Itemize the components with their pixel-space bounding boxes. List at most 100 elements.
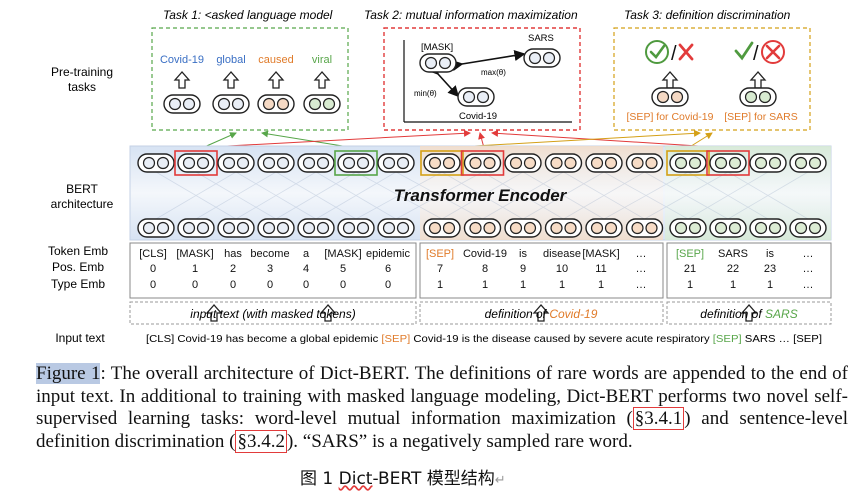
- figure-caption: Figure 1: The overall architecture of Di…: [36, 363, 848, 453]
- mim-max-arrow: [451, 50, 526, 72]
- input-text-line: [CLS] Covid-19 has become a global epide…: [146, 333, 822, 345]
- input-token-icon: [257, 218, 295, 238]
- output-token-icon: [334, 150, 378, 176]
- token-text: epidemic: [366, 248, 411, 260]
- type-emb-label: Type Emb: [51, 277, 105, 291]
- output-token-icon: [749, 153, 787, 173]
- input-token-icon: [423, 218, 461, 238]
- mim-mask-label: [MASK]: [421, 42, 453, 53]
- type-index: 1: [598, 279, 604, 291]
- position-index: 10: [556, 263, 568, 275]
- input-token-icon: [137, 218, 175, 238]
- figure-label: Figure 1: [36, 363, 101, 384]
- token-embedding-icon: [163, 94, 201, 114]
- sep-covid-token-icon: [651, 87, 689, 107]
- caption-box-covid-definition: [419, 301, 664, 325]
- check-icon: [734, 41, 754, 61]
- output-token-icon: [174, 150, 218, 176]
- input-text-label: Input text: [55, 331, 105, 345]
- token-text: a: [303, 248, 310, 260]
- position-index: 7: [437, 263, 443, 275]
- slash-separator-right: /: [753, 43, 759, 65]
- input-token-icon: [504, 218, 542, 238]
- position-index: 3: [267, 263, 273, 275]
- mim-sars-label: SARS: [528, 33, 554, 44]
- segment-caption-sars: definition of SARS: [700, 307, 797, 321]
- token-text: …: [636, 248, 647, 260]
- mim-covid-label: Covid-19: [459, 111, 497, 122]
- return-mark-icon: ↵: [494, 473, 506, 488]
- pretraining-label-line2: tasks: [68, 80, 96, 94]
- position-index: 23: [764, 263, 776, 275]
- section-ref-342[interactable]: §3.4.2: [235, 429, 287, 453]
- output-token-icon: [297, 153, 335, 173]
- mask-token-icon: [419, 53, 457, 73]
- mlm-task-box: [151, 27, 349, 131]
- mim-task-box: [383, 27, 581, 131]
- segment-box-sars-definition: [666, 242, 832, 299]
- input-token-icon: [337, 218, 375, 238]
- type-index: 1: [767, 279, 773, 291]
- position-index: 9: [520, 263, 526, 275]
- input-token-icon: [669, 218, 707, 238]
- up-arrow-icon: [740, 304, 758, 322]
- section-ref-341[interactable]: §3.4.1: [632, 407, 685, 430]
- up-arrow-icon: [205, 304, 223, 322]
- chinese-caption: 图 1 Dict-BERT 模型结构↵: [300, 464, 506, 489]
- input-token-icon: [544, 218, 583, 238]
- sars-token-icon: [523, 48, 561, 68]
- cn-caption-suffix: -BERT 模型结构: [372, 469, 495, 489]
- position-index: 21: [684, 263, 696, 275]
- pretraining-label-line1: Pre-training: [51, 65, 113, 79]
- caption-text-1: : The overall architecture of Dict-BERT.…: [36, 363, 848, 429]
- pos-emb-label: Pos. Emb: [52, 260, 104, 274]
- token-text: [MASK]: [176, 248, 213, 260]
- position-index: 22: [727, 263, 739, 275]
- dd-right-label: [SEP] for SARS: [724, 111, 798, 123]
- input-token-icon: [297, 218, 335, 238]
- output-token-icon: [420, 150, 464, 176]
- up-arrow-icon: [267, 71, 285, 89]
- token-text: disease: [543, 248, 581, 260]
- check-icon: [645, 40, 669, 64]
- position-index: 0: [150, 263, 156, 275]
- token-embedding-icon: [212, 94, 250, 114]
- output-token-icon: [585, 153, 623, 173]
- output-token-icon: [625, 153, 664, 173]
- type-index: 0: [150, 279, 156, 291]
- mlm-word-label: global: [216, 54, 245, 66]
- token-embedding-icon: [303, 94, 341, 114]
- mlm-word-label: viral: [312, 54, 332, 66]
- type-index: 1: [559, 279, 565, 291]
- segment-box-input: [129, 242, 417, 299]
- position-index: …: [803, 263, 814, 275]
- output-token-icon: [666, 150, 710, 176]
- segment-caption-covid: definition of Covid-19: [485, 307, 598, 321]
- token-text: is: [766, 248, 774, 260]
- slash-separator-left: /: [671, 43, 677, 65]
- position-index: 6: [385, 263, 391, 275]
- input-token-icon: [177, 218, 215, 238]
- type-index: 1: [730, 279, 736, 291]
- position-index: 1: [192, 263, 198, 275]
- input-token-icon: [463, 218, 502, 238]
- position-index: 2: [230, 263, 236, 275]
- token-text: …: [803, 248, 814, 260]
- input-token-icon: [217, 218, 255, 238]
- token-text: has: [224, 248, 242, 260]
- mim-min-label: min(θ): [414, 89, 437, 98]
- type-index: 1: [520, 279, 526, 291]
- dict-bert-architecture-figure: Task 1: <asked language model Task 2: mu…: [48, 8, 832, 345]
- task3-title: Task 3: definition discrimination: [624, 8, 791, 22]
- task2-title: Task 2: mutual information maximization: [364, 8, 578, 22]
- type-index: 0: [340, 279, 346, 291]
- cross-icon: [761, 40, 785, 64]
- type-index: …: [636, 279, 647, 291]
- encoder-label: Transformer Encoder: [394, 186, 568, 205]
- type-index: 0: [303, 279, 309, 291]
- token-text: SARS: [718, 248, 748, 260]
- dd-task-box: [613, 27, 811, 131]
- input-token-icon: [709, 218, 747, 238]
- cn-caption-prefix: 图 1: [300, 469, 339, 489]
- output-token-icon: [217, 153, 255, 173]
